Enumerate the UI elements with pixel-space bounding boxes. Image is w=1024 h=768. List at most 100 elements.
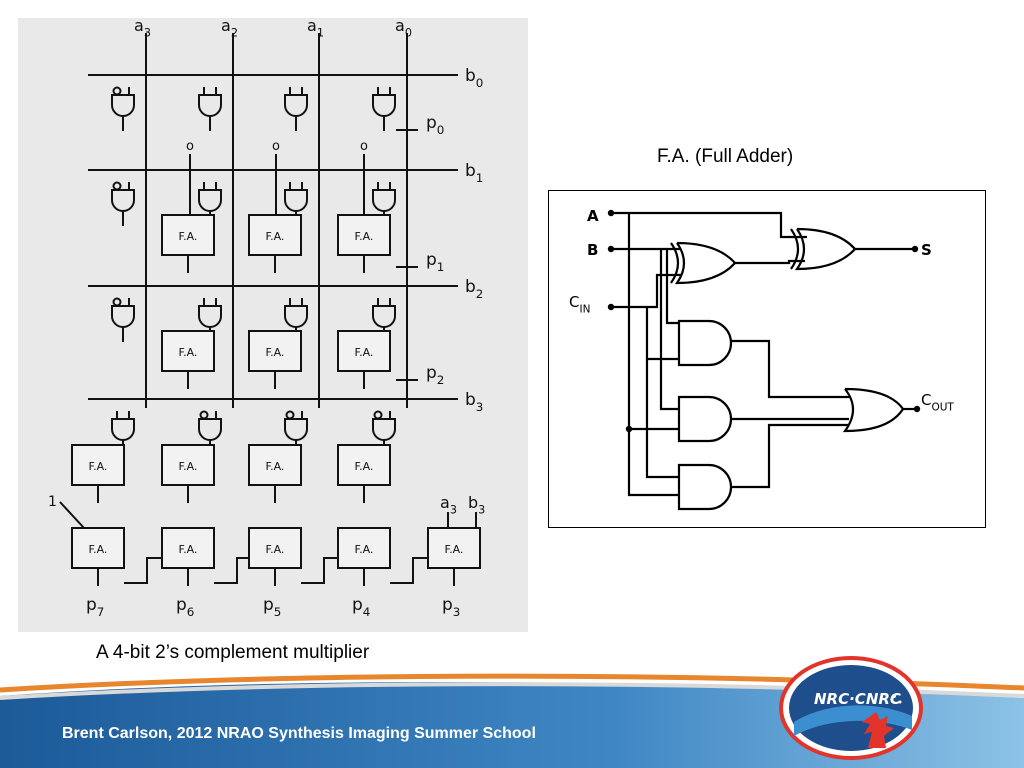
label-p7-sub: 7 [97,605,105,619]
label-p1: p1 [426,250,444,274]
fa-block-label-8: F.A. [266,543,285,556]
fa-block-label-3: F.A. [179,460,198,473]
junction-s [911,245,919,253]
label-p6-sub: 6 [187,605,195,619]
fa-block-3 [161,444,215,486]
label-p0-base: p [426,113,437,133]
output-cout-label: COUT [921,391,954,413]
label-p0-sub: 0 [437,123,445,137]
inverter-bubble [199,410,209,420]
label-last-a3: a3 [440,493,457,517]
fa-block-1 [161,330,215,372]
and-gate-2 [677,395,733,443]
fa-block-6 [71,527,125,569]
input-a-label: A [587,207,599,225]
fa-block-14 [337,330,391,372]
label-a3-sub: 3 [144,27,151,40]
fa-block-label-0: F.A. [179,230,198,243]
junction-cin [607,303,615,311]
fa-block-label-10: F.A. [445,543,464,556]
inverter-bubble [112,86,122,96]
label-b1: b1 [465,161,483,185]
multiplier-caption: A 4-bit 2’s complement multiplier [96,642,370,663]
input-cin-label: CIN [569,293,590,315]
full-adder-wires [611,211,917,511]
and-gate-1 [198,87,222,131]
wire-cin-to-and3 [645,359,679,479]
and-gate-0 [111,86,135,131]
junction-and2 [625,425,633,433]
wire-xor1-to-xor2 [735,259,805,265]
wire-b-to-and2 [659,249,679,411]
output-s-label: S [921,241,932,259]
label-a2-base: a [221,18,231,35]
label-b3: b3 [465,390,483,414]
label-p6-base: p [176,595,187,615]
label-a1-sub: 1 [317,27,324,40]
label-b0-base: b [465,66,476,86]
and-gate-3 [372,87,396,131]
label-b0-sub: 0 [476,76,484,90]
full-adder-title: F.A. (Full Adder) [657,146,794,167]
label-a0-sub: 0 [405,27,412,40]
xor-gate-1 [674,241,737,285]
inverter-bubble [285,410,295,420]
fa-block-label-1: F.A. [179,346,198,359]
label-p7: p7 [86,595,104,619]
label-b2-sub: 2 [476,287,484,301]
label-a2: a2 [221,18,238,40]
fa-block-7 [161,527,215,569]
and-gate-1 [677,319,733,367]
or-gate [842,387,905,433]
label-p1-base: p [426,250,437,270]
label-a0: a0 [395,18,412,40]
label-a0-base: a [395,18,405,35]
one-label: 1 [48,494,57,510]
fa-block-label-9: F.A. [355,543,374,556]
xor-gate-2 [794,227,857,271]
multiplier-wires [59,33,481,586]
wire-a-to-and3 [627,213,679,497]
junction-a [607,209,615,217]
label-p2-sub: 2 [437,373,445,387]
label-p4-sub: 4 [363,605,371,619]
label-p5-base: p [263,595,274,615]
zero-label-2: o [360,139,368,154]
label-p3-base: p [442,595,453,615]
label-p6: p6 [176,595,194,619]
label-a1: a1 [307,18,324,40]
label-p0: p0 [426,113,444,137]
wire-cin-to-xor1 [611,273,681,309]
zero-label-1: o [272,139,280,154]
fa-block-label-7: F.A. [179,543,198,556]
label-last-a3-sub: 3 [450,504,457,517]
label-p2: p2 [426,363,444,387]
and-gate-4 [111,181,135,226]
label-b3-sub: 3 [476,400,484,414]
wire-and1-to-or [731,339,851,399]
fa-block-label-13: F.A. [266,346,285,359]
label-b2: b2 [465,277,483,301]
label-p5-sub: 5 [274,605,282,619]
label-a1-base: a [307,18,317,35]
label-b1-sub: 1 [476,171,484,185]
label-p7-base: p [86,595,97,615]
label-last-b3-sub: 3 [478,504,485,517]
output-cout-label-sub: OUT [931,401,954,413]
label-last-a3-base: a [440,493,450,512]
label-last-b3: b3 [468,493,485,517]
inverter-bubble [373,410,383,420]
label-a3: a3 [134,18,151,40]
label-p5: p5 [263,595,281,619]
junction-cout [913,405,921,413]
and-gate-9 [198,298,222,342]
label-b1-base: b [465,161,476,181]
label-p2-base: p [426,363,437,383]
and-gate-3 [677,463,733,511]
wire-b-to-and1 [665,249,679,325]
junction-b [607,245,615,253]
fa-block-label-5: F.A. [355,460,374,473]
